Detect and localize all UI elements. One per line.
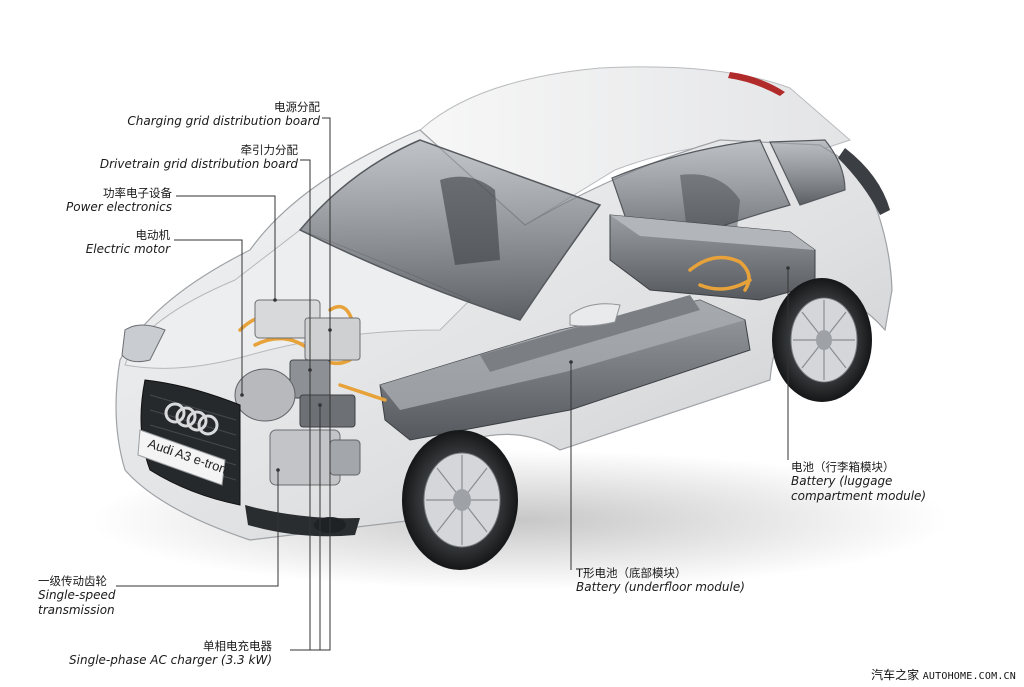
label-battery-underfloor-en: Battery (underfloor module) bbox=[576, 580, 745, 595]
interior-seats bbox=[440, 176, 500, 265]
front-wheel bbox=[402, 430, 518, 570]
label-battery-luggage-zh: 电池（行李箱模块） bbox=[791, 460, 895, 474]
label-battery-underfloor-zh: T形电池（底部模块） bbox=[576, 566, 687, 580]
label-power-electronics-en: Power electronics bbox=[66, 200, 172, 215]
label-electric-motor: 电动机 Electric motor bbox=[86, 228, 170, 257]
watermark-zh: 汽车之家 bbox=[871, 668, 920, 682]
label-single-speed-zh: 一级传动齿轮 bbox=[38, 574, 107, 588]
leader-lines bbox=[116, 117, 789, 651]
rear-window bbox=[838, 148, 890, 215]
label-drivetrain-board-zh: 牵引力分配 bbox=[240, 143, 299, 157]
label-power-electronics: 功率电子设备 Power electronics bbox=[66, 186, 172, 215]
watermark-en: AUTOHOME.COM.CN bbox=[922, 671, 1016, 682]
label-battery-luggage: 电池（行李箱模块） Battery (luggage compartment m… bbox=[791, 460, 926, 504]
label-charging-board-en: Charging grid distribution board bbox=[127, 114, 320, 129]
label-ac-charger: 单相电充电器 Single-phase AC charger (3.3 kW) bbox=[69, 639, 272, 668]
label-drivetrain-board-en: Drivetrain grid distribution board bbox=[99, 157, 298, 172]
license-plate bbox=[137, 429, 226, 486]
label-charging-board-zh: 电源分配 bbox=[274, 100, 320, 114]
ac-charger-unit bbox=[299, 394, 356, 428]
charging-board-unit bbox=[304, 317, 361, 361]
label-ac-charger-en: Single-phase AC charger (3.3 kW) bbox=[69, 653, 272, 668]
label-electric-motor-en: Electric motor bbox=[85, 242, 170, 257]
label-electric-motor-zh: 电动机 bbox=[135, 228, 171, 242]
label-charging-board: 电源分配 Charging grid distribution board bbox=[127, 100, 320, 129]
headlight bbox=[121, 324, 166, 363]
leader-dots bbox=[240, 266, 790, 472]
label-battery-underfloor: T形电池（底部模块） Battery (underfloor module) bbox=[576, 566, 745, 595]
tail-light bbox=[728, 72, 785, 96]
electric-motor-unit bbox=[234, 368, 296, 422]
label-power-electronics-zh: 功率电子设备 bbox=[103, 186, 172, 200]
label-battery-luggage-en-1: Battery (luggage bbox=[791, 474, 893, 489]
side-window-rear bbox=[769, 139, 846, 206]
label-single-speed-en-2: transmission bbox=[38, 603, 115, 618]
label-ac-charger-zh: 单相电充电器 bbox=[203, 639, 272, 653]
label-drivetrain-board: 牵引力分配 Drivetrain grid distribution board bbox=[100, 143, 298, 172]
rear-wheel bbox=[772, 278, 872, 402]
label-single-speed: 一级传动齿轮 Single-speed transmission bbox=[38, 574, 115, 618]
label-single-speed-en-1: Single-speed bbox=[38, 588, 116, 603]
audi-rings-logo bbox=[164, 402, 219, 436]
watermark: 汽车之家 AUTOHOME.COM.CN bbox=[871, 666, 1016, 683]
label-battery-luggage-en-2: compartment module) bbox=[791, 489, 927, 504]
side-mirror bbox=[569, 303, 621, 327]
